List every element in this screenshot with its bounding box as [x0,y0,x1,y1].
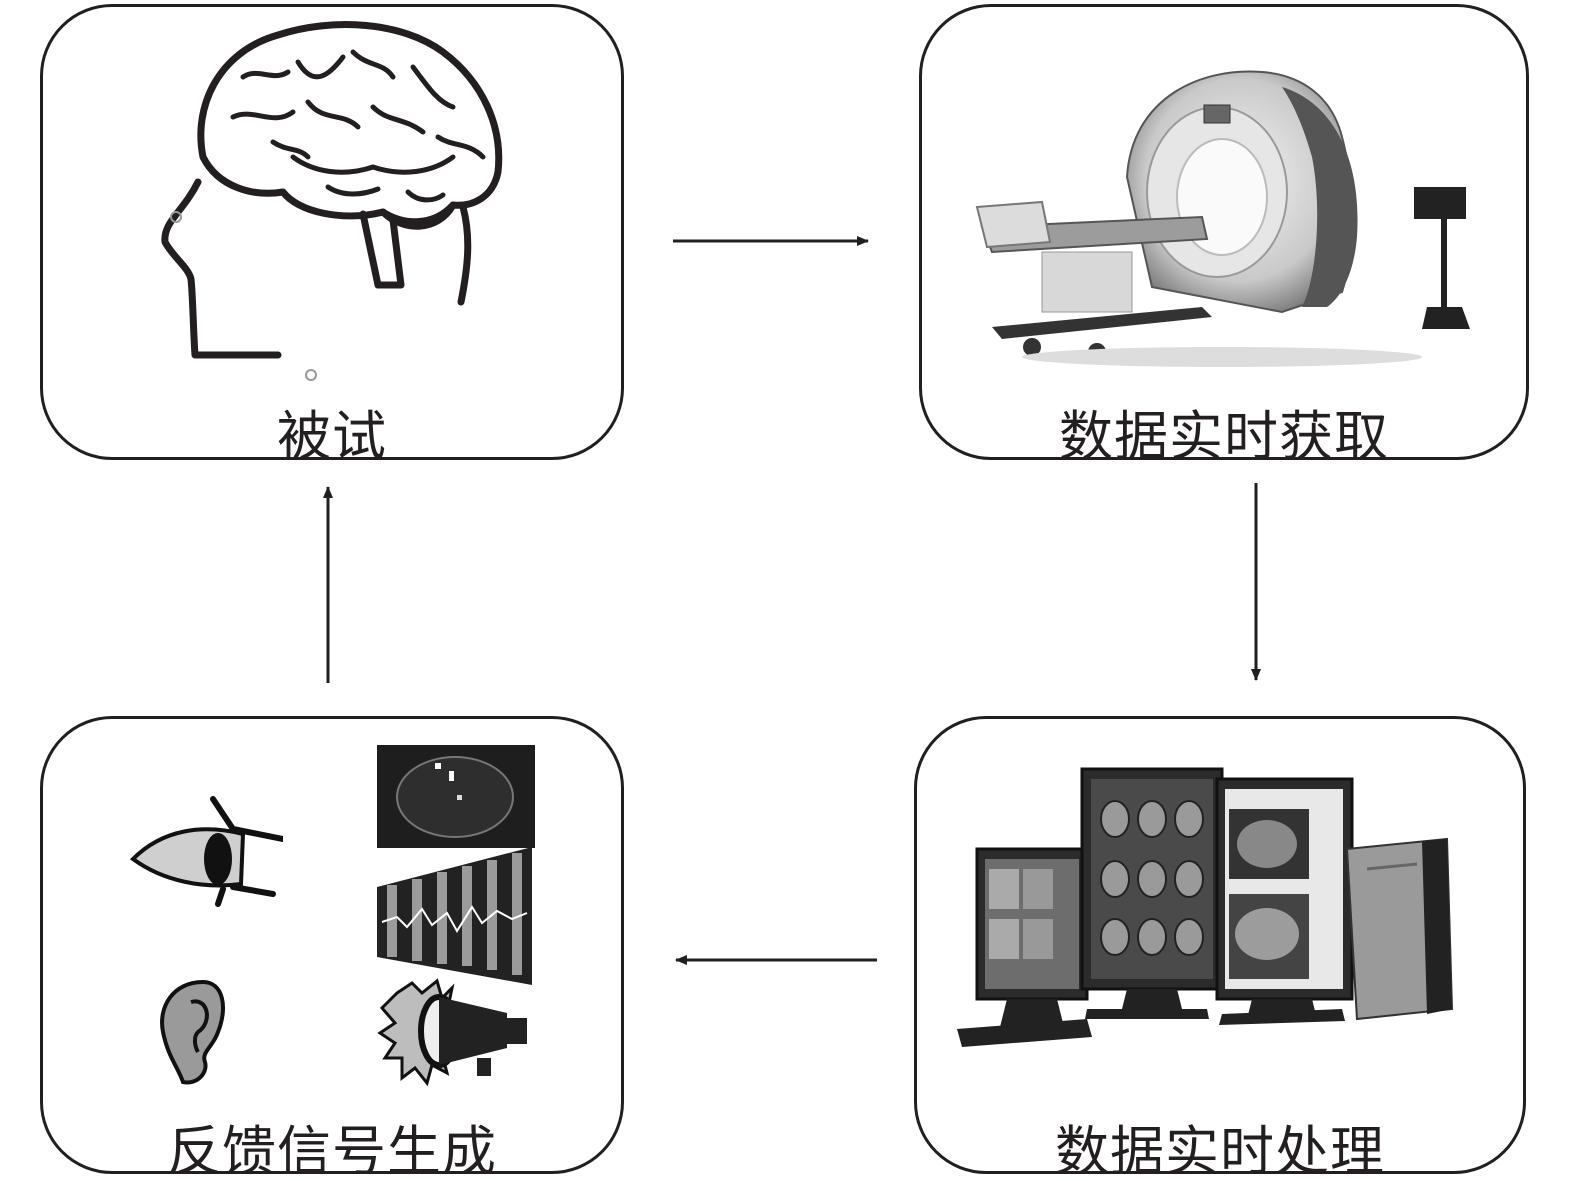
node-label: 反馈信号生成 [167,1120,497,1174]
mri-scanner-icon [975,70,1470,367]
node-label: 数据实时获取 [1059,405,1389,460]
node-label: 被试 [277,405,387,460]
eye-icon [129,796,283,907]
ear-icon [160,979,225,1085]
speaker-icon [377,978,527,1087]
node-processing: 数据实时处理 [914,716,1526,1174]
workstation-monitors-icon [957,767,1454,1047]
node-feedback: 反馈信号生成 [40,716,624,1174]
node-label: 数据实时处理 [1055,1120,1385,1174]
brain-scan-icon [377,745,535,848]
brain-head-icon [161,21,503,381]
node-acquisition: 数据实时获取 [919,4,1529,460]
signal-graph-icon [377,847,532,985]
node-subject: 被试 [40,4,624,460]
